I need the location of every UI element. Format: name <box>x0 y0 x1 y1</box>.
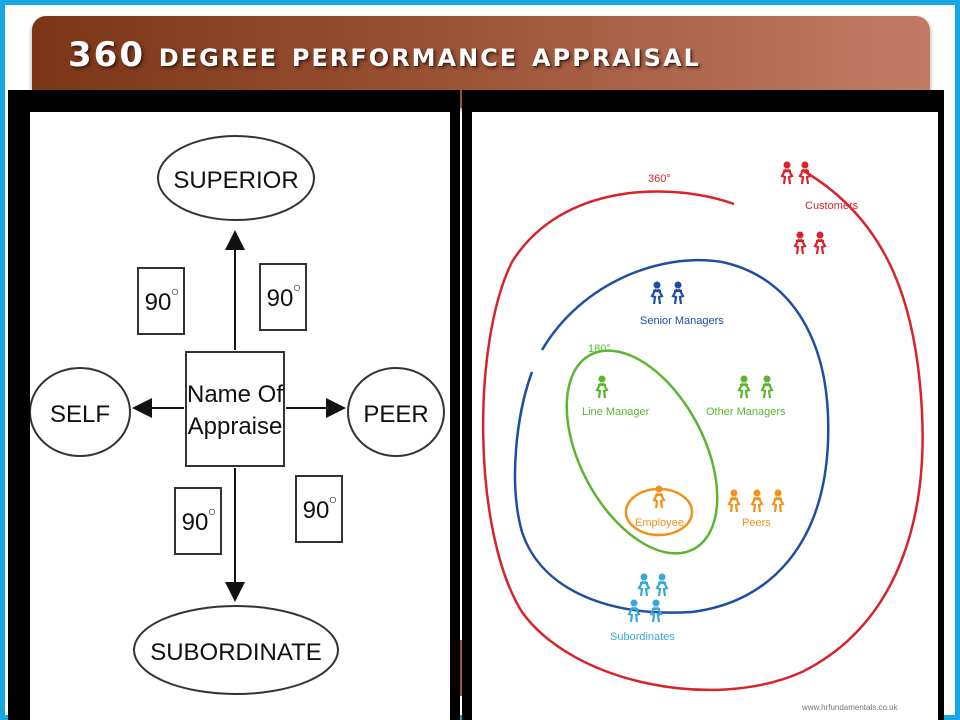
peer-label: PEER <box>363 401 428 428</box>
customers-label: Customers <box>805 200 859 212</box>
center-label-line2: Appraise <box>188 413 283 440</box>
subordinates-label: Subordinates <box>610 631 675 643</box>
label-360: 360° <box>648 173 671 185</box>
appraisal-diagram: SUPERIOR SELF PEER SUBORDINATE Name Of A… <box>30 135 445 695</box>
source-credit: www.hrfundamentals.co.uk <box>801 703 899 712</box>
subordinate-ellipse <box>133 605 339 695</box>
ring-360 <box>481 168 924 692</box>
ring-180 <box>565 349 719 555</box>
other-managers-icons <box>737 374 774 400</box>
svg-text:90: 90 <box>267 285 294 312</box>
ring-senior <box>513 258 830 614</box>
subordinates-icons <box>627 572 669 624</box>
name-of-appraise-box <box>185 351 285 467</box>
angle-box-bottom-right: 90 ○ <box>295 475 343 543</box>
left-diagram-canvas: SUPERIOR SELF PEER SUBORDINATE Name Of A… <box>30 112 450 720</box>
label-180: 180° <box>588 343 611 355</box>
self-label: SELF <box>50 401 110 428</box>
svg-text:○: ○ <box>293 279 301 295</box>
svg-text:90: 90 <box>303 497 330 524</box>
svg-text:90: 90 <box>182 509 209 536</box>
senior-managers-icons <box>650 280 685 306</box>
employee-label: Employee <box>635 517 684 529</box>
svg-text:○: ○ <box>329 491 337 507</box>
self-ellipse <box>30 367 131 457</box>
line-manager-label: Line Manager <box>582 406 650 418</box>
angle-box-bottom-left: 90 ○ <box>174 487 222 555</box>
svg-text:○: ○ <box>171 283 179 299</box>
angle-box-top-right: 90 ○ <box>259 263 307 331</box>
svg-text:90: 90 <box>145 289 172 316</box>
superior-ellipse <box>157 135 315 221</box>
peers-label: Peers <box>742 517 771 529</box>
subordinate-label: SUBORDINATE <box>150 639 322 666</box>
svg-text:○: ○ <box>208 503 216 519</box>
feedback-circles-diagram: 360° 180° Customers Senior Managers Line… <box>481 160 924 712</box>
left-diagram-panel: SUPERIOR SELF PEER SUBORDINATE Name Of A… <box>8 90 460 720</box>
senior-managers-label: Senior Managers <box>640 315 724 327</box>
center-label-line1: Name Of <box>187 381 283 408</box>
line-manager-icon <box>595 374 609 400</box>
superior-label: SUPERIOR <box>173 167 298 194</box>
angle-box-top-left: 90 ○ <box>137 267 185 335</box>
slide-title: 360 Degree Performance Appraisal <box>68 35 701 75</box>
right-diagram-canvas: 360° 180° Customers Senior Managers Line… <box>472 112 938 720</box>
peer-ellipse <box>347 367 445 457</box>
right-diagram-panel: 360° 180° Customers Senior Managers Line… <box>462 90 944 720</box>
peers-icons <box>727 488 785 514</box>
other-managers-label: Other Managers <box>706 406 786 418</box>
